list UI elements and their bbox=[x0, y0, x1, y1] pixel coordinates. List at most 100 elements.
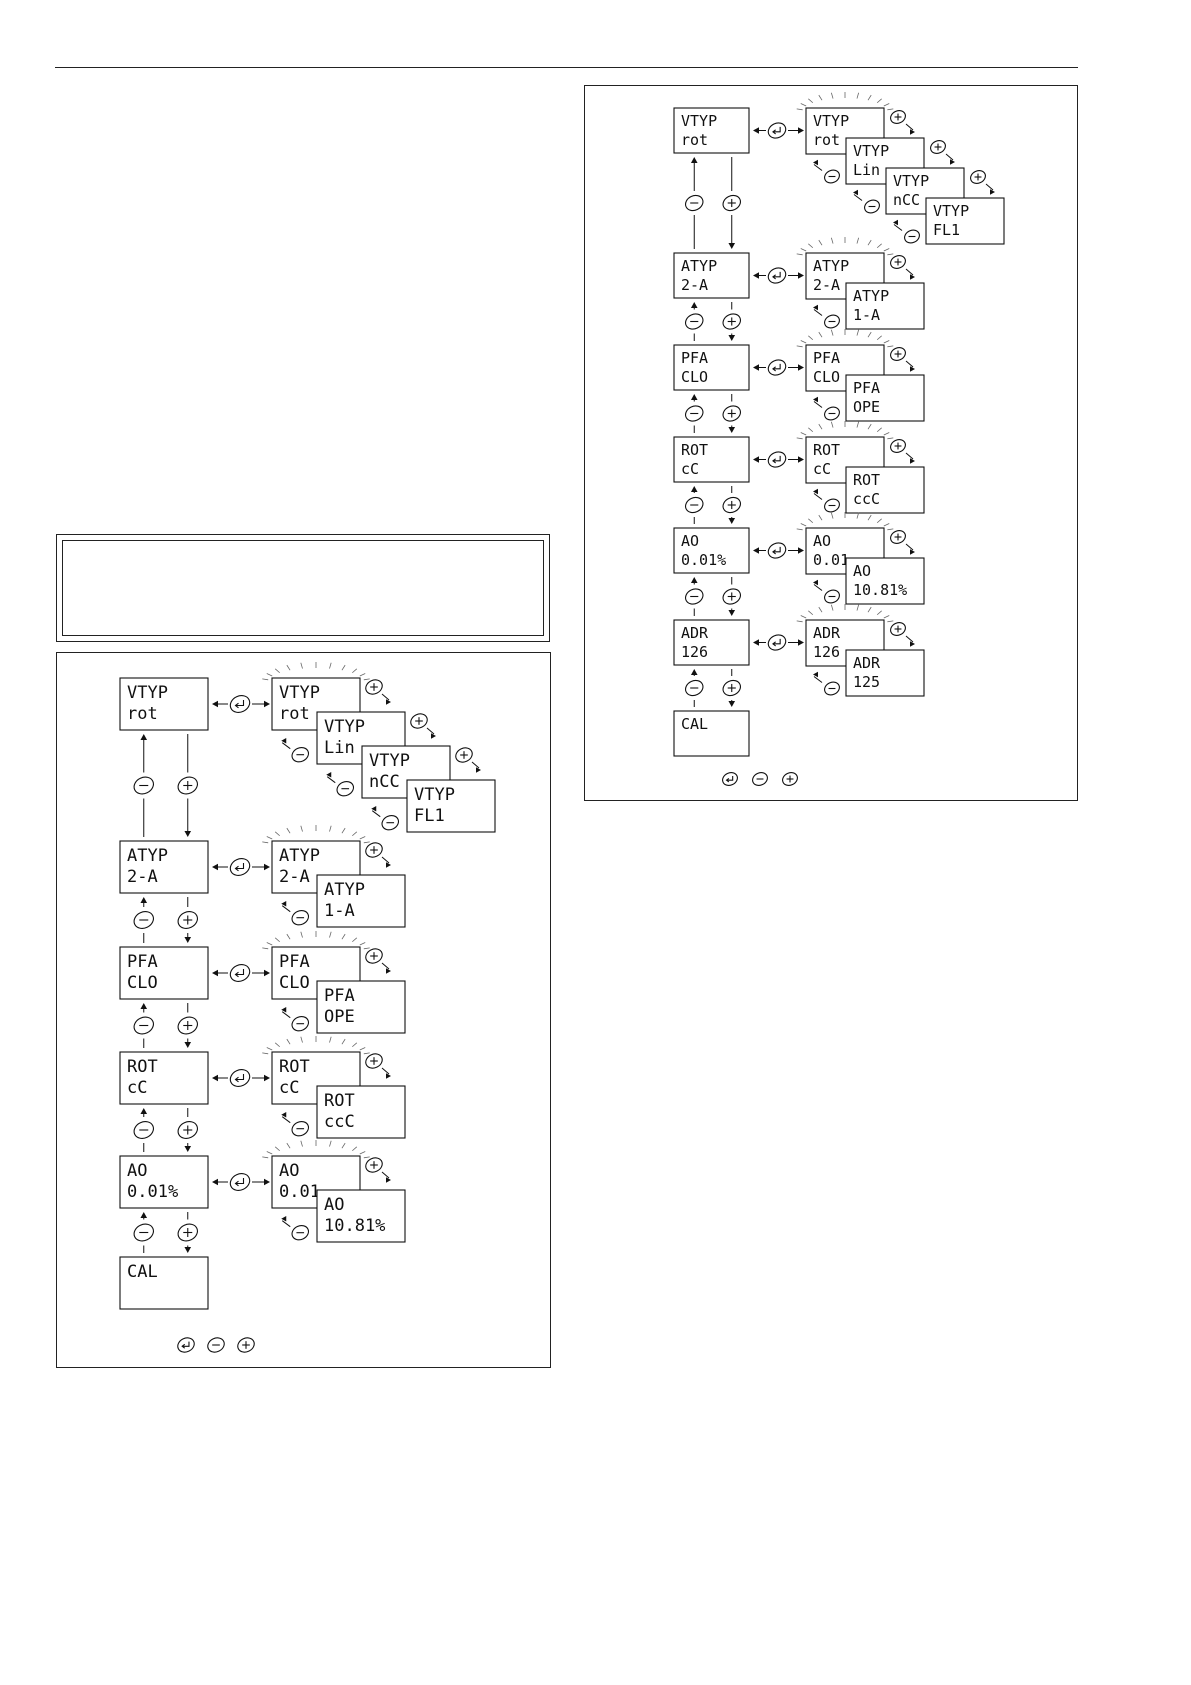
minus-key-icon[interactable] bbox=[131, 1014, 156, 1037]
minus-key-icon[interactable] bbox=[205, 1335, 226, 1355]
enter-arrow-back bbox=[753, 639, 759, 646]
enter-key-icon[interactable] bbox=[228, 1067, 253, 1090]
minus-key-icon[interactable] bbox=[862, 198, 881, 216]
plus-key-icon[interactable] bbox=[408, 711, 429, 731]
lcd-line-1: PFA bbox=[813, 349, 840, 367]
plus-key-icon[interactable] bbox=[721, 311, 743, 332]
blink-ray bbox=[262, 841, 269, 844]
menu-display-cal: CAL bbox=[119, 1256, 209, 1310]
blink-ray bbox=[830, 512, 834, 519]
enter-key-icon[interactable] bbox=[766, 120, 788, 141]
minus-key-icon[interactable] bbox=[380, 813, 401, 833]
minus-key-icon[interactable] bbox=[290, 1119, 311, 1139]
minus-key-icon[interactable] bbox=[131, 909, 156, 932]
minus-key-icon[interactable] bbox=[822, 680, 841, 698]
plus-key-icon[interactable] bbox=[363, 840, 384, 860]
top-rule bbox=[55, 67, 1078, 68]
plus-key-icon[interactable] bbox=[175, 1221, 200, 1244]
lcd-frame bbox=[673, 252, 750, 299]
enter-arrow-back bbox=[753, 364, 759, 371]
enter-key-icon[interactable] bbox=[766, 449, 788, 470]
enter-key-icon[interactable] bbox=[228, 693, 253, 716]
plus-key-icon[interactable] bbox=[721, 193, 743, 214]
minus-key-icon[interactable] bbox=[290, 1014, 311, 1034]
diagram-canvas: VTYProtVTYProtVTYPLinVTYPnCCVTYPFL1ATYP2… bbox=[673, 92, 1005, 788]
enter-arrow-back bbox=[753, 272, 759, 279]
plus-key-icon[interactable] bbox=[721, 586, 743, 607]
plus-key-icon[interactable] bbox=[363, 677, 384, 697]
plus-key-icon[interactable] bbox=[235, 1335, 256, 1355]
minus-key-icon[interactable] bbox=[683, 311, 705, 332]
minus-key-icon[interactable] bbox=[290, 1223, 311, 1243]
enter-key-icon[interactable] bbox=[228, 856, 253, 879]
minus-key-icon[interactable] bbox=[822, 405, 841, 423]
lcd-frame bbox=[316, 1085, 406, 1139]
minus-key-icon[interactable] bbox=[822, 168, 841, 186]
enter-key-icon[interactable] bbox=[766, 265, 788, 286]
blink-ray bbox=[883, 432, 890, 436]
plus-key-icon[interactable] bbox=[721, 495, 743, 516]
plus-key-icon[interactable] bbox=[175, 1119, 200, 1142]
enter-key-icon[interactable] bbox=[766, 540, 788, 561]
lcd-line-2: 126 bbox=[813, 643, 840, 661]
minus-key-icon[interactable] bbox=[290, 908, 311, 928]
enter-key-icon[interactable] bbox=[228, 1171, 253, 1194]
plus-key-icon[interactable] bbox=[888, 253, 907, 271]
blink-ray bbox=[359, 942, 366, 946]
blink-ray bbox=[830, 237, 834, 244]
minus-key-icon[interactable] bbox=[131, 1221, 156, 1244]
plus-key-icon[interactable] bbox=[175, 909, 200, 932]
plus-step-arrow bbox=[910, 366, 915, 372]
minus-key-icon[interactable] bbox=[683, 586, 705, 607]
plus-key-icon[interactable] bbox=[888, 528, 907, 546]
minus-key-icon[interactable] bbox=[683, 403, 705, 424]
minus-key-icon[interactable] bbox=[335, 779, 356, 799]
minus-key-icon[interactable] bbox=[822, 497, 841, 515]
minus-step-arrow bbox=[813, 488, 818, 495]
enter-key-outline bbox=[229, 1069, 251, 1087]
plus-key-icon[interactable] bbox=[363, 1155, 384, 1175]
plus-key-icon[interactable] bbox=[453, 745, 474, 765]
plus-key-icon[interactable] bbox=[721, 403, 743, 424]
enter-key-icon[interactable] bbox=[766, 357, 788, 378]
minus-key-icon[interactable] bbox=[822, 588, 841, 606]
enter-key-outline bbox=[767, 267, 787, 284]
plus-key-icon[interactable] bbox=[928, 138, 947, 156]
plus-key-icon[interactable] bbox=[888, 620, 907, 638]
enter-key-icon[interactable] bbox=[175, 1335, 196, 1355]
minus-key-icon[interactable] bbox=[750, 770, 769, 788]
lcd-line-1: PFA bbox=[279, 952, 310, 972]
minus-key-icon[interactable] bbox=[683, 495, 705, 516]
blink-indicator bbox=[796, 237, 894, 256]
plus-key-icon[interactable] bbox=[780, 770, 799, 788]
blink-ray bbox=[329, 931, 332, 938]
plus-key-icon[interactable] bbox=[363, 1051, 384, 1071]
minus-key-icon[interactable] bbox=[822, 313, 841, 331]
plus-key-icon[interactable] bbox=[888, 345, 907, 363]
plus-key-icon[interactable] bbox=[175, 774, 200, 797]
minus-step-arrow bbox=[853, 189, 858, 196]
blink-ray bbox=[876, 610, 882, 616]
lcd-frame bbox=[316, 874, 406, 928]
minus-key-icon[interactable] bbox=[683, 678, 705, 699]
minus-key-icon[interactable] bbox=[131, 774, 156, 797]
minus-key-icon[interactable] bbox=[683, 193, 705, 214]
lcd-line-2: cC bbox=[813, 460, 831, 478]
minus-key-icon[interactable] bbox=[290, 745, 311, 765]
plus-key-icon[interactable] bbox=[363, 946, 384, 966]
enter-key-icon[interactable] bbox=[766, 632, 788, 653]
enter-key-icon[interactable] bbox=[228, 962, 253, 985]
plus-key-icon[interactable] bbox=[888, 437, 907, 455]
plus-key-icon[interactable] bbox=[175, 1014, 200, 1037]
plus-step-arrow bbox=[386, 699, 391, 705]
lcd-line-1: AO bbox=[681, 532, 699, 550]
plus-key-icon[interactable] bbox=[888, 108, 907, 126]
minus-key-icon[interactable] bbox=[131, 1119, 156, 1142]
blink-ray bbox=[274, 1146, 280, 1152]
enter-icon bbox=[726, 775, 734, 781]
enter-key-icon[interactable] bbox=[720, 770, 739, 788]
plus-key-icon[interactable] bbox=[721, 678, 743, 699]
minus-key-icon[interactable] bbox=[902, 228, 921, 246]
enter-arrowhead bbox=[772, 129, 776, 135]
plus-key-icon[interactable] bbox=[968, 168, 987, 186]
